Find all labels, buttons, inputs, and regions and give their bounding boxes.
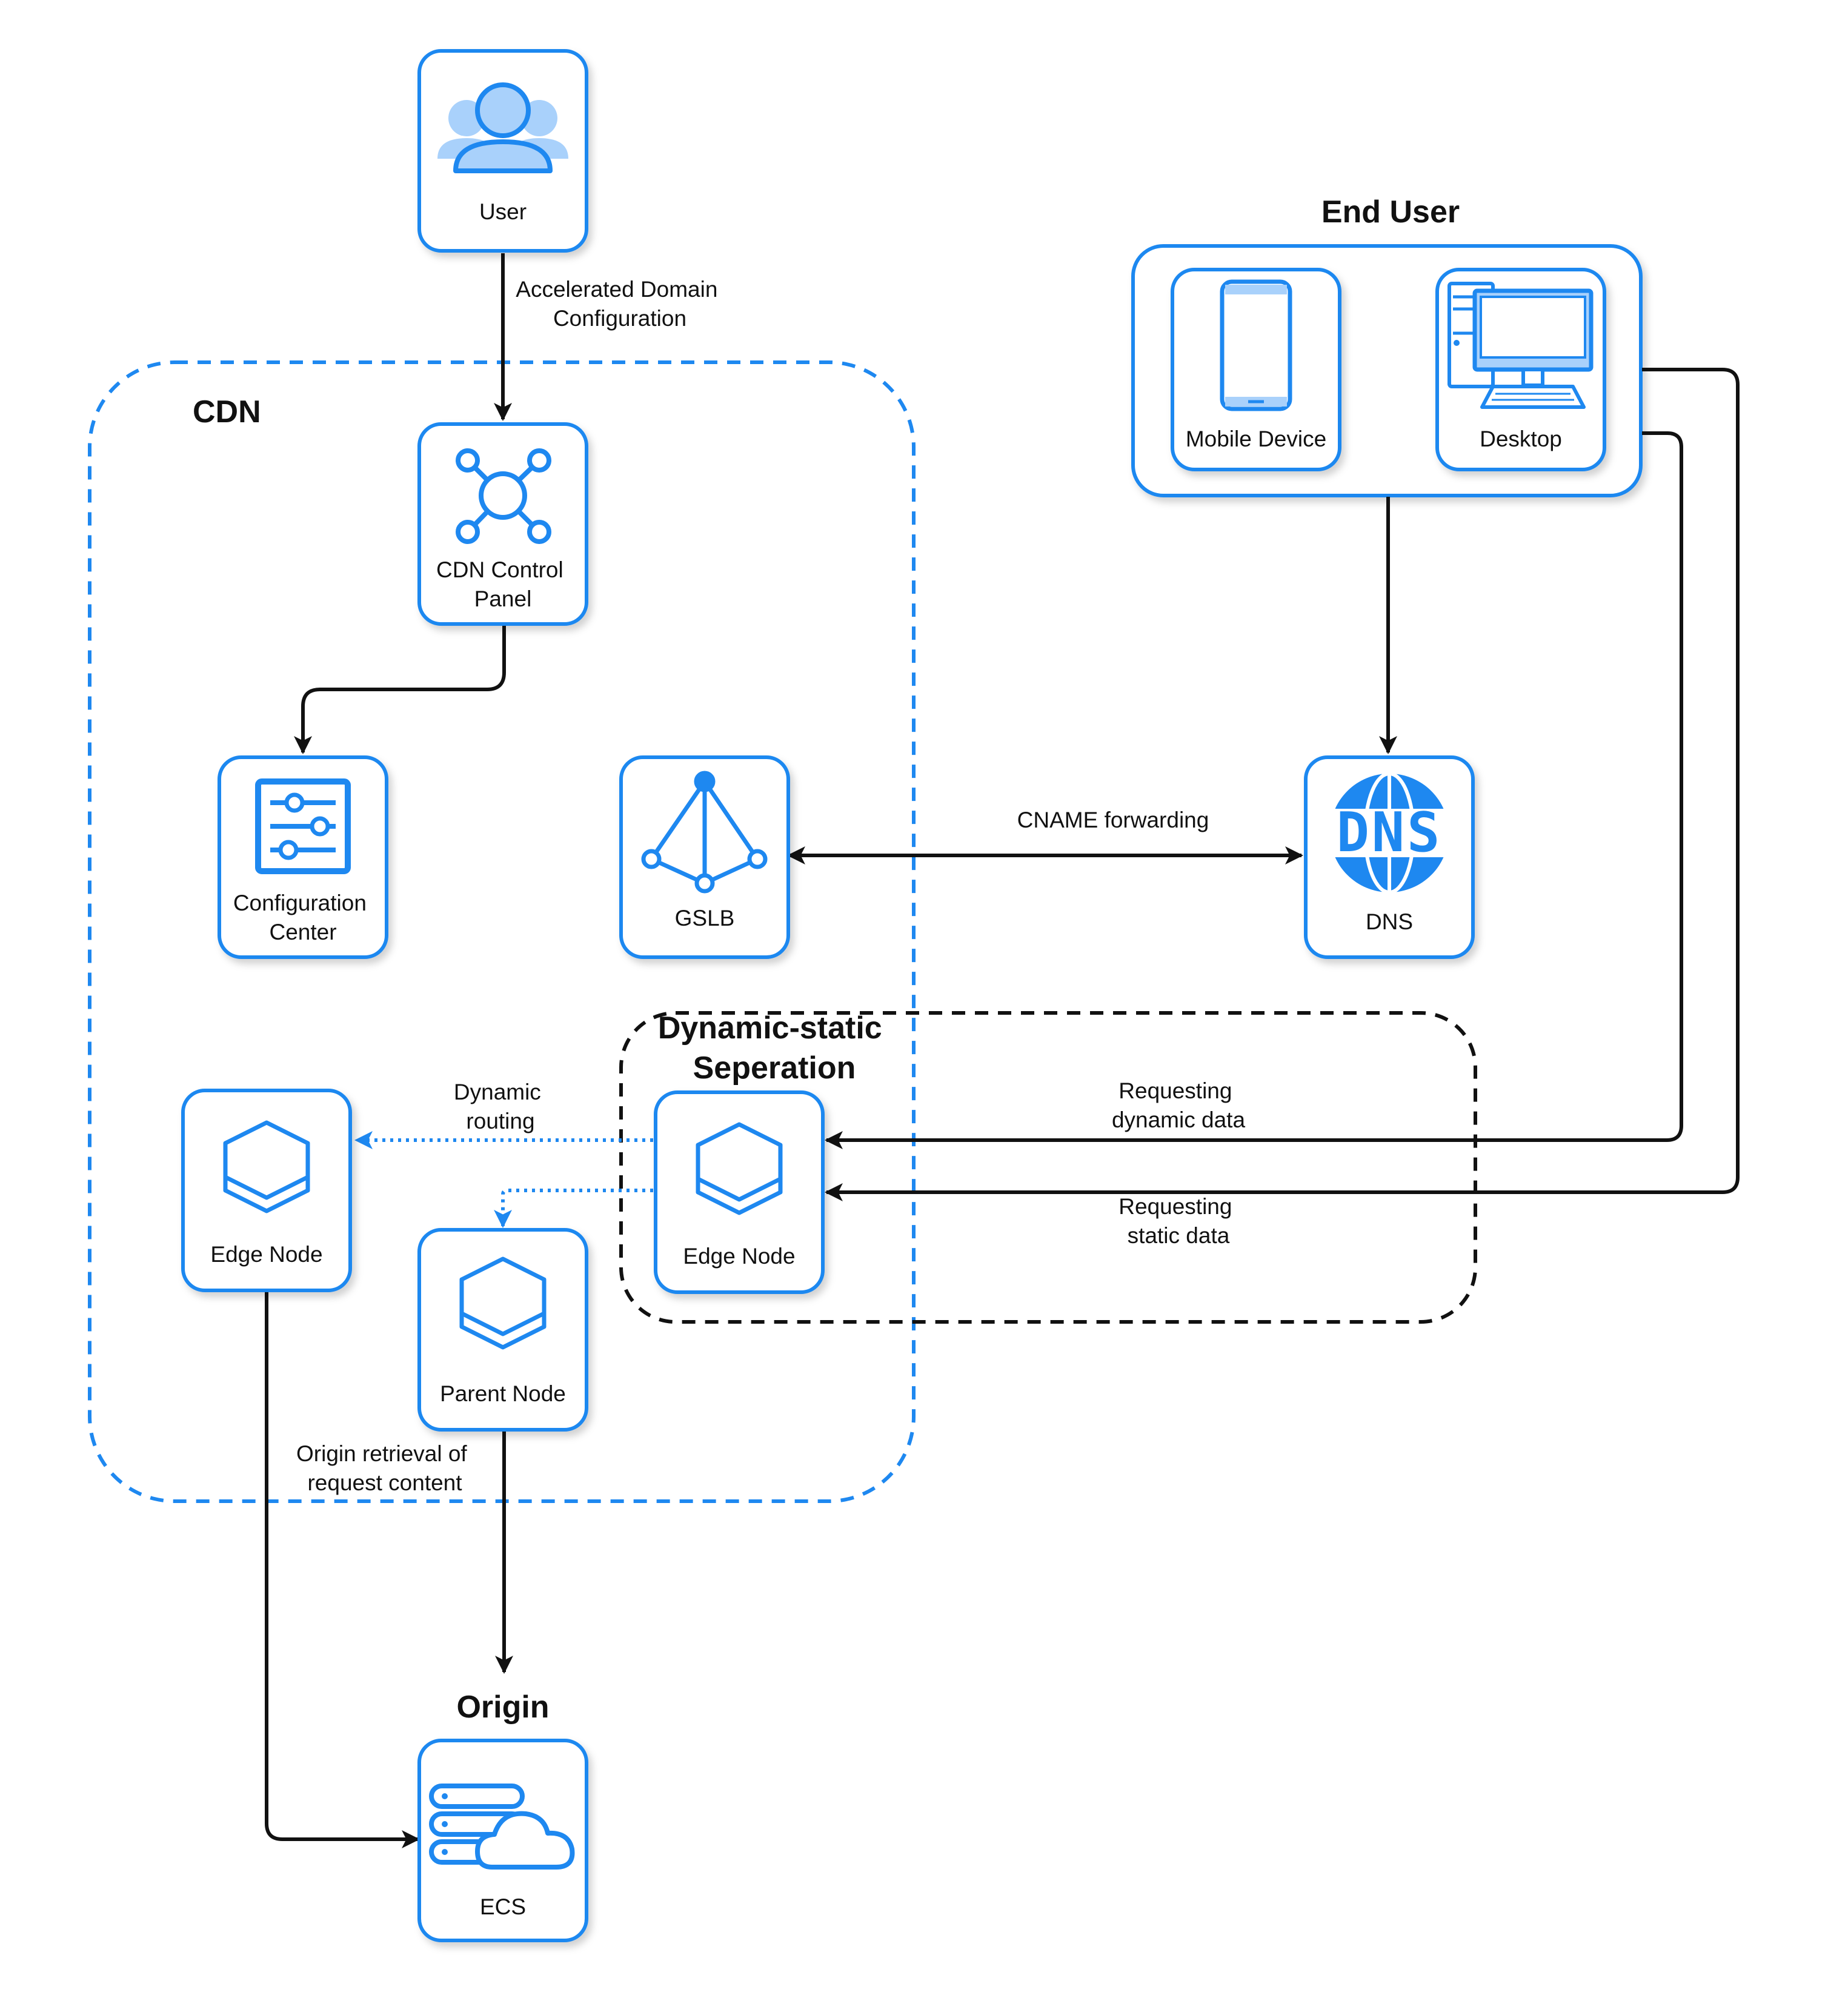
edge-label-dynamic-routing-line2: routing — [466, 1109, 534, 1133]
node-configuration-center-label-line1: Configuration — [233, 891, 367, 915]
dns-icon-text: DNS — [1337, 801, 1443, 864]
node-configuration-center-label: Configuration Center — [233, 891, 373, 944]
node-user-label: User — [479, 199, 527, 224]
sliders-icon — [255, 778, 351, 874]
node-dns-label: DNS — [1366, 909, 1413, 934]
dns-globe-icon: DNS — [1325, 772, 1454, 894]
node-cdn-control-panel-label-line2: Panel — [474, 586, 532, 611]
node-configuration-center[interactable]: Configuration Center — [218, 755, 388, 959]
mobile-phone-icon — [1220, 279, 1292, 411]
edge-label-accelerated-domain-line2: Configuration — [553, 306, 686, 331]
edge-desktop-to-edge-dynamic — [825, 431, 1683, 1149]
edge-desktop-to-edge-static — [825, 368, 1740, 1201]
edge-left-edge-to-ecs — [265, 1292, 420, 1848]
origin-group-title: Origin — [456, 1690, 549, 1725]
server-cloud-icon — [429, 1784, 575, 1870]
node-mobile-device[interactable]: Mobile Device — [1171, 268, 1341, 471]
dynamic-static-group-title: Dynamic-static Seperation — [658, 1010, 891, 1086]
node-edge-node-right[interactable]: Edge Node — [654, 1090, 825, 1294]
edge-label-origin-retrieval-line2: request content — [307, 1470, 462, 1495]
hexagon-node-icon — [698, 1124, 780, 1213]
edge-label-requesting-dynamic: Requesting dynamic data — [1112, 1078, 1245, 1132]
node-ecs[interactable]: ECS — [417, 1739, 588, 1942]
node-configuration-center-label-line2: Center — [269, 920, 336, 944]
network-hub-icon — [456, 448, 551, 544]
node-gslb-label: GSLB — [675, 906, 735, 931]
edge-label-requesting-dynamic-line2: dynamic data — [1112, 1107, 1245, 1132]
desktop-computer-icon — [1447, 282, 1594, 409]
edge-label-requesting-static-line1: Requesting — [1118, 1194, 1232, 1219]
node-cdn-control-panel-label: CDN Control Panel — [436, 557, 570, 611]
users-icon — [437, 82, 568, 173]
node-dns[interactable]: DNS DNS — [1304, 755, 1475, 959]
node-user[interactable]: User — [417, 49, 588, 253]
dynamic-static-group-boundary — [619, 1011, 1477, 1324]
hexagon-node-icon — [462, 1259, 544, 1347]
edge-label-requesting-dynamic-line1: Requesting — [1118, 1078, 1232, 1103]
load-balancer-icon — [641, 771, 768, 894]
node-desktop-label: Desktop — [1480, 426, 1562, 451]
node-parent-node[interactable]: Parent Node — [417, 1228, 588, 1432]
hexagon-node-icon — [225, 1123, 308, 1211]
edge-label-accelerated-domain: Accelerated Domain Configuration — [516, 277, 723, 331]
edge-label-accelerated-domain-line1: Accelerated Domain — [516, 277, 717, 302]
node-desktop[interactable]: Desktop — [1435, 268, 1606, 471]
edge-label-dynamic-routing-line1: Dynamic — [454, 1080, 541, 1104]
cdn-group-title: CDN — [193, 394, 261, 430]
node-ecs-label: ECS — [480, 1894, 526, 1919]
edge-label-requesting-static-line2: static data — [1128, 1223, 1230, 1248]
dynamic-static-title-line1: Dynamic-static — [658, 1010, 882, 1046]
node-edge-node-right-label: Edge Node — [683, 1244, 795, 1269]
edge-control-panel-to-config-center — [294, 625, 506, 754]
node-cdn-control-panel[interactable]: CDN Control Panel — [417, 422, 588, 626]
node-edge-node-left[interactable]: Edge Node — [181, 1089, 352, 1292]
edge-edge-to-parent — [494, 1189, 653, 1228]
dynamic-static-title-line2: Seperation — [693, 1050, 856, 1086]
edge-label-origin-retrieval: Origin retrieval of request content — [296, 1441, 473, 1495]
edge-label-cname-forwarding: CNAME forwarding — [1017, 808, 1209, 832]
node-parent-node-label: Parent Node — [440, 1381, 566, 1406]
node-gslb[interactable]: GSLB — [619, 755, 790, 959]
edge-label-dynamic-routing: Dynamic routing — [454, 1080, 547, 1133]
node-mobile-device-label: Mobile Device — [1186, 426, 1326, 451]
node-cdn-control-panel-label-line1: CDN Control — [436, 557, 563, 582]
edge-label-requesting-static: Requesting static data — [1118, 1194, 1238, 1248]
node-edge-node-left-label: Edge Node — [210, 1242, 322, 1267]
edge-label-origin-retrieval-line1: Origin retrieval of — [296, 1441, 467, 1466]
end-user-group-title: End User — [1321, 194, 1460, 230]
